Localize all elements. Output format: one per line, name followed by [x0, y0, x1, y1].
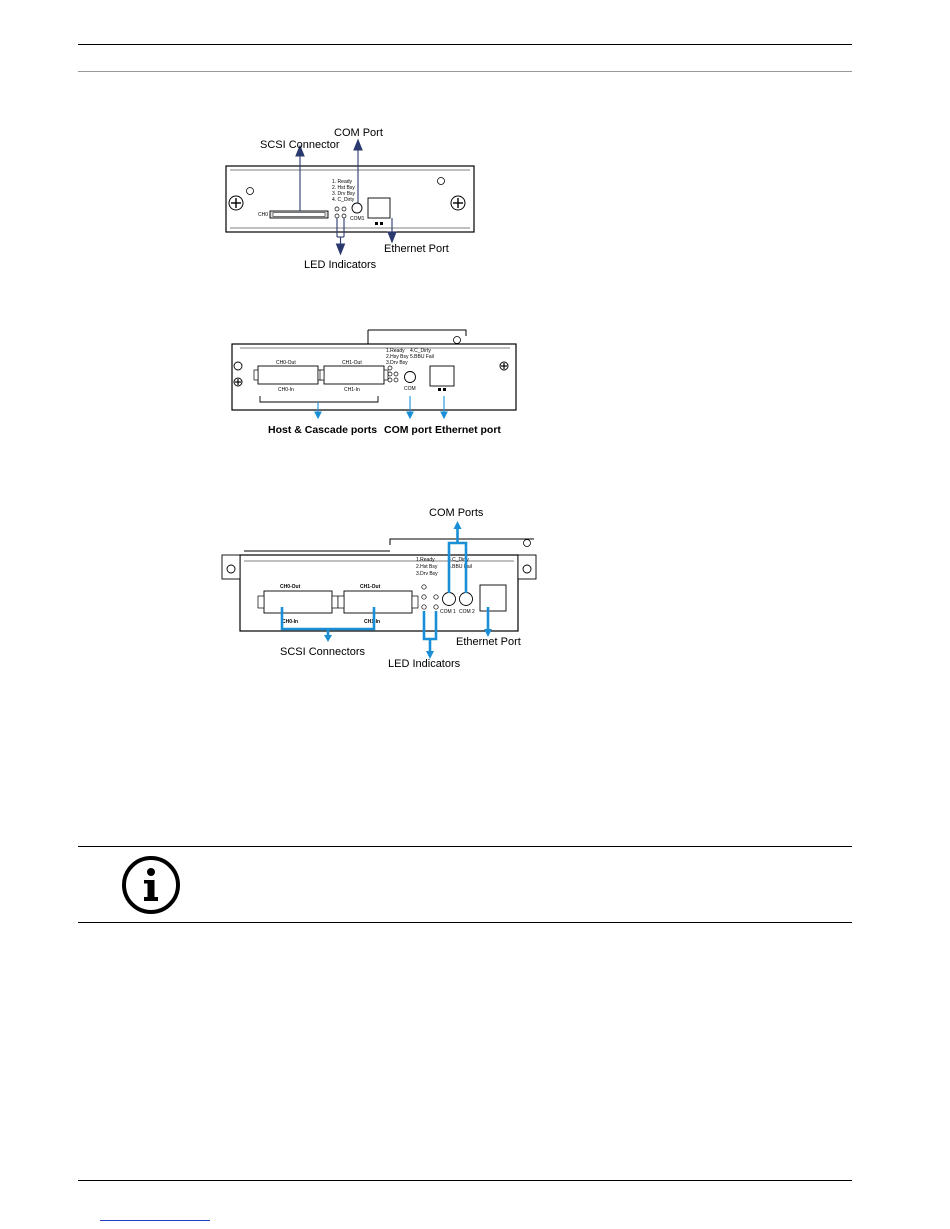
screw-icon [233, 377, 243, 387]
com2-label: COM 2 [459, 609, 475, 615]
callout-ethernet-port: Ethernet Port [456, 636, 521, 648]
panel-plate [225, 165, 475, 233]
figure-1-scsi-controller: CH0 1. Ready 2. Hst Bsy 3. Drv Bsy 4. C_… [225, 127, 475, 271]
footer-rule [78, 1180, 852, 1181]
callout-ethernet-port: Ethernet port [435, 424, 501, 436]
label-ch0-out: CH0-Out [280, 584, 301, 590]
notice-rule-top [78, 846, 852, 847]
scsi-connector [269, 210, 329, 219]
com-label: COM1 [350, 216, 365, 222]
led-legend-5: 5.BBU Fail [410, 354, 434, 360]
led-legend-1: 1.Ready [416, 557, 435, 563]
led-indicators [387, 365, 399, 383]
connector-ch0 [253, 365, 323, 385]
callout-led-indicators: LED Indicators [304, 259, 377, 271]
ethernet-port [479, 584, 507, 612]
header-rule-top [78, 44, 852, 45]
screw-icon [450, 195, 466, 211]
callout-com-port: COM port [384, 424, 432, 436]
led-legend-3: 3.Drv Bsy [386, 360, 408, 366]
callout-ethernet-port: Ethernet Port [384, 243, 449, 255]
connector-ch0 [257, 590, 339, 614]
led-legend-2: 2. Hst Bsy [332, 185, 355, 191]
screw-icon [228, 195, 244, 211]
figure-2-fibre-controller: CH0-Out CH1-Out CH0-In CH1-In 1.Ready 2.… [231, 329, 517, 436]
callout-com-ports: COM Ports [429, 507, 484, 519]
screw-icon [499, 361, 509, 371]
footer-link-underline[interactable] [100, 1220, 210, 1221]
label-ch0-in: CH0-In [278, 387, 294, 393]
led-legend-2: 2.Hst Bsy [416, 564, 438, 570]
led-legend-4: 4.C_Dirty [410, 348, 431, 354]
ethernet-port [429, 365, 455, 391]
callout-led-indicators: LED Indicators [388, 658, 461, 670]
info-icon [122, 856, 180, 914]
com-port [351, 202, 363, 214]
com2-port [459, 592, 473, 606]
com1-label: COM 1 [440, 609, 456, 615]
led-legend-3: 3.Drv Bsy [416, 571, 438, 577]
label-ch0-in: CH0-In [282, 619, 298, 625]
connector-ch1 [319, 365, 389, 385]
led-legend-5: 5.BBU Fail [448, 564, 472, 570]
label-ch1-in: CH1-In [344, 387, 360, 393]
label-ch1-out: CH1-Out [360, 584, 381, 590]
led-legend-2: 2.Hsy Bsy [386, 354, 409, 360]
label-ch1-in: CH1-In [364, 619, 380, 625]
notice-rule-bottom [78, 922, 852, 923]
com-port [404, 371, 416, 383]
led-legend-4: 4.C_Dirty [448, 557, 469, 563]
callout-scsi-connector: SCSI Connector [260, 139, 340, 151]
figure-3-scsi-dual-com-controller: CH0-Out CH1-Out CH0-In CH1-In 1.Ready 2.… [221, 507, 537, 670]
connector-ch1 [337, 590, 419, 614]
led-legend-1: 1.Ready [386, 348, 405, 354]
header-rule-bottom [78, 71, 852, 72]
com-label: COM [404, 386, 416, 392]
label-ch1-out: CH1-Out [342, 360, 362, 366]
callout-host-cascade: Host & Cascade ports [268, 424, 377, 436]
led-legend-3: 3. Drv Bsy [332, 191, 356, 197]
ch-label: CH0 [258, 212, 268, 218]
ethernet-port [367, 197, 391, 225]
com1-port [442, 592, 456, 606]
callout-scsi-connectors: SCSI Connectors [280, 646, 365, 658]
callout-com-port: COM Port [334, 127, 383, 139]
led-legend-1: 1. Ready [332, 179, 353, 185]
led-indicators [421, 584, 439, 610]
label-ch0-out: CH0-Out [276, 360, 296, 366]
led-legend-4: 4. C_Dirty [332, 197, 355, 203]
